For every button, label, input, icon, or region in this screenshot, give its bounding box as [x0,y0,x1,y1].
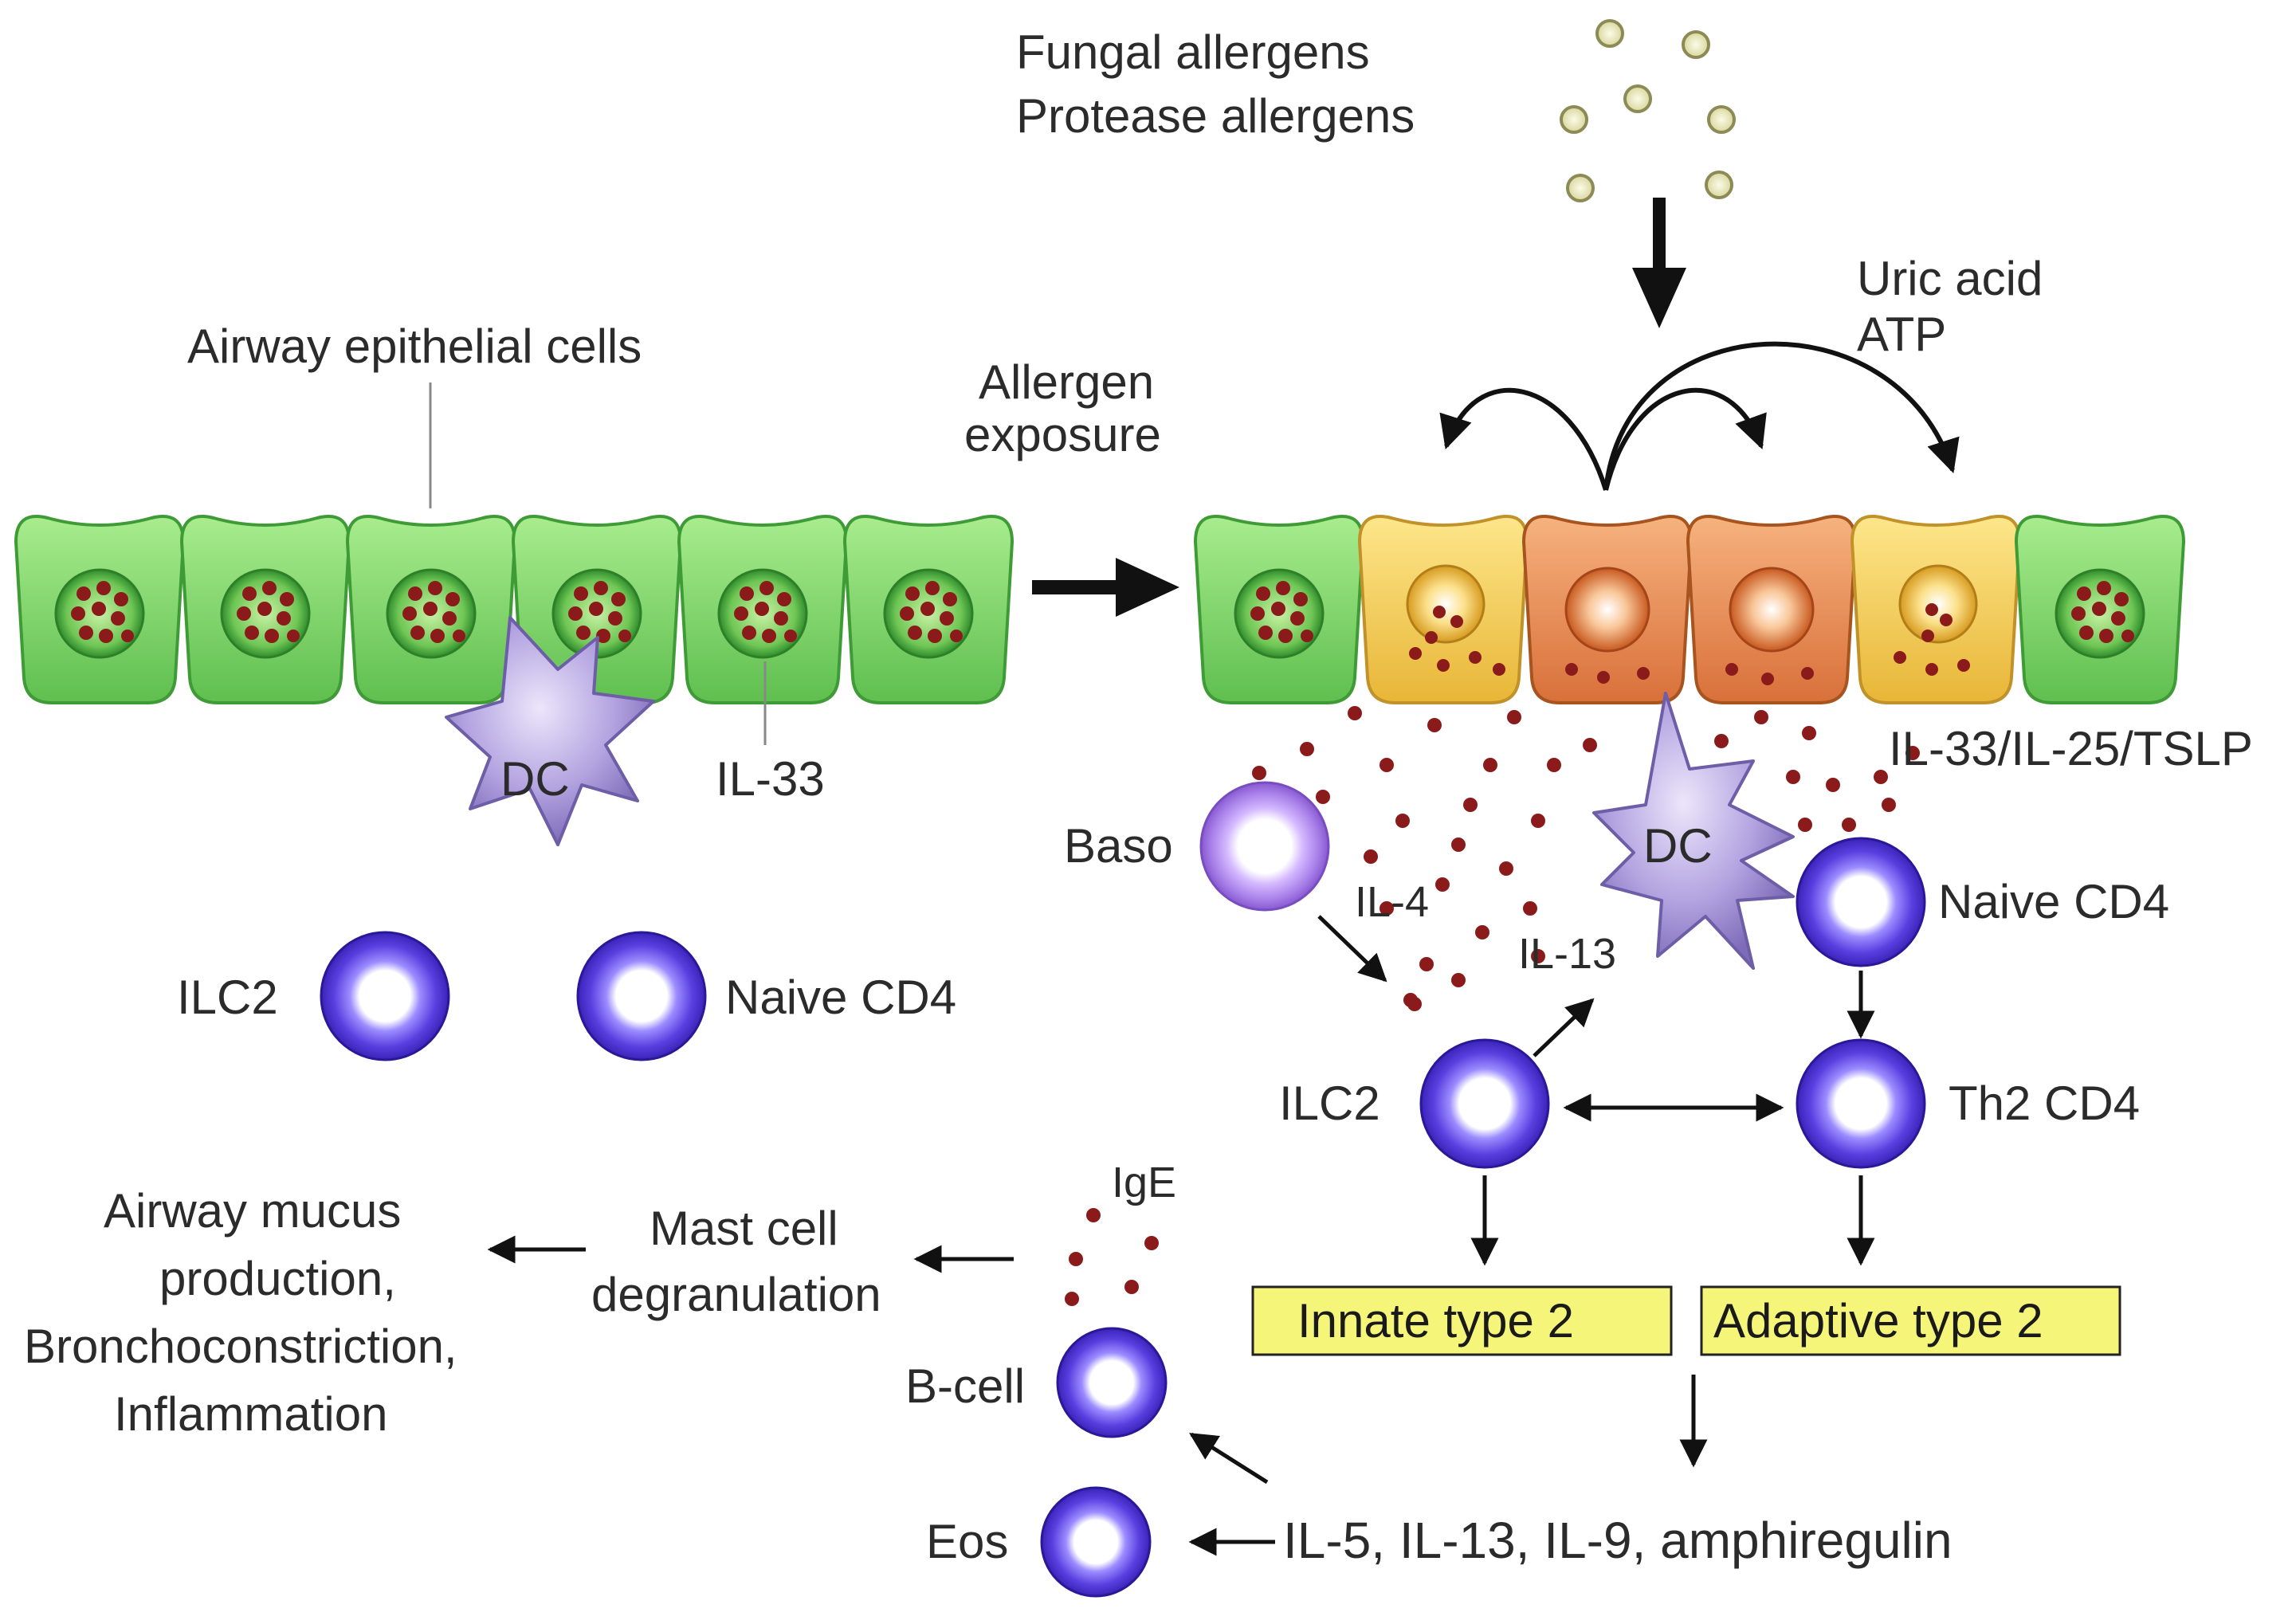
il13-small-label: IL-13 [1518,930,1616,978]
outcome-line1: Airway mucus [104,1184,401,1238]
basophil-cell [1199,781,1330,912]
epithelial-cell-damaged [1521,515,1693,704]
il33-il25-tslp-label: IL-33/IL-25/TSLP [1889,722,2253,775]
adaptive-type2-label: Adaptive type 2 [1713,1294,2043,1347]
alarmin-granules [1252,706,1920,1011]
epithelial-cell [345,515,517,704]
ige-granules [1065,1208,1159,1306]
epithelial-cell [179,515,351,704]
ilc2-cell-right [1419,1038,1550,1169]
epithelial-cell [842,515,1015,704]
healthy-epithelium [14,515,1015,704]
th2-cd4-cell [1796,1038,1926,1169]
innate-type2-label: Innate type 2 [1297,1294,1574,1347]
allergen-entry-arrow [1632,198,1686,328]
naive-cd4-right-label: Naive CD4 [1938,875,2169,928]
allergen-exposure-label-line1: Allergen [979,355,1154,409]
dendritic-cell-left: DC [445,616,655,846]
outcome-line4: Inflammation [114,1387,387,1441]
baso-label: Baso [1064,819,1173,873]
eos-label: Eos [926,1515,1008,1568]
il4-label: IL-4 [1355,878,1429,926]
cytokines-to-bcell-arrow [1189,1432,1269,1485]
dendritic-cell-right: DC [1592,692,1795,970]
baso-to-ilc2-arrow [1317,915,1387,983]
naive-cd4-cell-right [1796,837,1926,967]
b-cell-label: B-cell [905,1359,1025,1413]
epithelial-cell [511,515,683,704]
ilc2-left-label: ILC2 [177,971,278,1024]
outcome-line3: Bronchoconstriction, [24,1320,457,1373]
ilc2-to-dc-arrow [1533,998,1595,1057]
naive-cd4-left-label: Naive CD4 [725,971,956,1024]
il33-left-label: IL-33 [716,752,825,806]
innate-type2-box: Innate type 2 [1251,1285,1673,1356]
outcome-line2: production, [159,1252,396,1305]
eosinophil-cell [1040,1486,1152,1598]
epithelial-cell [677,515,849,704]
naive-cd4-cell-left [576,931,707,1061]
protease-allergens-label: Protease allergens [1016,89,1415,143]
ilc2-right-label: ILC2 [1279,1077,1380,1130]
ige-label: IgE [1112,1159,1176,1206]
fungal-allergens-label: Fungal allergens [1016,25,1370,79]
activated-epithelium [1193,515,2186,704]
dc-right-label: DC [1643,819,1713,873]
ilc2-cell-left [320,931,450,1061]
epithelial-cell-damaged [1686,515,1858,704]
dc-left-label: DC [500,752,570,806]
th2-cd4-label: Th2 CD4 [1949,1077,2140,1130]
uric-acid-label: Uric acid [1857,252,2043,305]
allergen-exposure-arrow [1032,558,1179,617]
epithelial-cell [14,515,186,704]
danger-signal-arrows [1439,341,1960,491]
mast-cell-label-line1: Mast cell [650,1202,838,1255]
airway-epithelial-cells-label: Airway epithelial cells [187,320,642,373]
allergen-exposure-label-line2: exposure [964,408,1161,461]
epithelial-cell-stressed [1357,515,1529,704]
b-cell [1056,1327,1168,1438]
epithelial-cell-healthy [2014,515,2186,704]
epithelial-cell-healthy [1193,515,1365,704]
epithelial-cell-stressed [1850,515,2022,704]
adaptive-type2-box: Adaptive type 2 [1700,1285,2121,1356]
mast-cell-label-line2: degranulation [591,1268,881,1321]
allergen-particles [1560,19,1736,202]
atp-label: ATP [1857,308,1946,361]
cytokines-label: IL-5, IL-13, IL-9, amphiregulin [1283,1512,1953,1569]
